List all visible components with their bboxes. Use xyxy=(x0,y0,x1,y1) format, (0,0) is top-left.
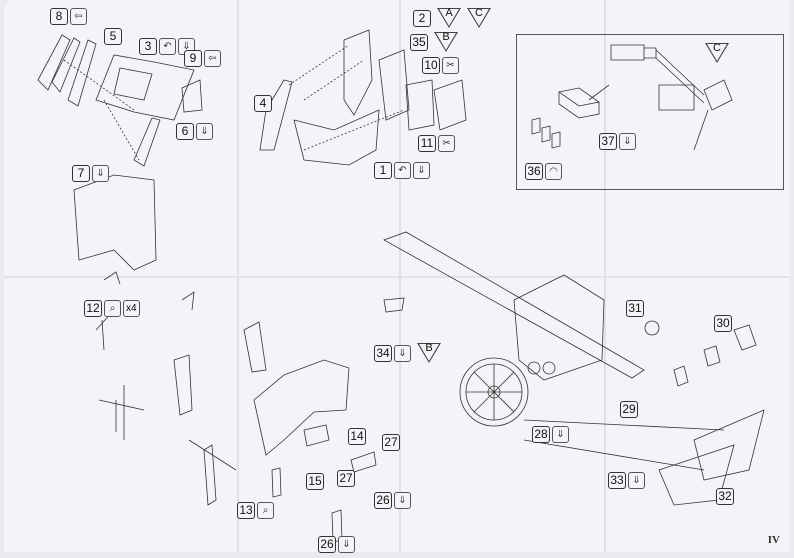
part-callout-2: 2 A C xyxy=(413,7,491,28)
bend-icon: ⇦ xyxy=(70,8,87,25)
part-callout-15: 15 xyxy=(306,473,324,490)
part-callout-27: 27 xyxy=(337,470,355,487)
fold-line xyxy=(4,276,790,278)
part-number: 8 xyxy=(50,8,68,25)
roll-icon: ◠ xyxy=(545,163,562,180)
detail-view-label: C xyxy=(713,42,721,54)
part-number: 32 xyxy=(716,488,734,505)
part-number: 6 xyxy=(176,123,194,140)
view-marker-triangle: C xyxy=(467,7,491,28)
view-marker-label: C xyxy=(475,7,483,19)
view-marker-triangle: A xyxy=(437,7,461,28)
part-callout-10: 10✂ xyxy=(422,57,459,74)
part-callout-32: 32 xyxy=(716,488,734,505)
part-number: 35 xyxy=(410,33,428,51)
part-number: 36 xyxy=(525,163,543,180)
assembly-drawing xyxy=(37,29,765,543)
part-number: 4 xyxy=(254,95,272,112)
part-number: 37 xyxy=(599,133,617,150)
part-number: 12 xyxy=(84,300,102,317)
part-number: 34 xyxy=(374,344,392,362)
part-number: 10 xyxy=(422,57,440,74)
part-number: 9 xyxy=(184,50,202,67)
part-callout-26: 26⇓ xyxy=(374,492,411,509)
bend-icon: ⇦ xyxy=(204,50,221,67)
part-number: 33 xyxy=(608,472,626,489)
part-callout-11: 11✂ xyxy=(418,135,455,152)
part-callout-5: 5 xyxy=(104,28,122,45)
view-marker-label: B xyxy=(425,342,433,354)
part-callout-31: 31 xyxy=(626,300,644,317)
part-number: 1 xyxy=(374,162,392,179)
shield-part-middle xyxy=(259,29,467,166)
part-number: 28 xyxy=(532,426,550,443)
detail-c-drawing xyxy=(531,44,733,151)
part-number: 30 xyxy=(714,315,732,332)
arrow-down-icon: ⇓ xyxy=(628,472,645,489)
part-callout-14: 14 xyxy=(348,428,366,445)
page-number: IV xyxy=(767,534,780,546)
arrow-down-icon: ⇓ xyxy=(92,165,109,182)
part-number: 7 xyxy=(72,165,90,182)
part-callout-1: 1↶⇓ xyxy=(374,162,430,179)
shield-left-assembly xyxy=(73,174,237,506)
part-number: 27 xyxy=(337,470,355,487)
part-callout-30: 30 xyxy=(714,315,732,332)
part-number: 15 xyxy=(306,473,324,490)
field-gun-drawing xyxy=(383,231,765,506)
arrow-down-icon: ⇓ xyxy=(394,492,411,509)
part-callout-29: 29 xyxy=(620,401,638,418)
part-number: 26 xyxy=(318,536,336,553)
part-number: 31 xyxy=(626,300,644,317)
part-callout-12: 12⌕x4 xyxy=(84,300,140,317)
part-callout-34: 34⇓ B xyxy=(374,342,441,363)
part-callout-33: 33⇓ xyxy=(608,472,645,489)
cut-icon: ✂ xyxy=(442,57,459,74)
magnifier-icon: ⌕ xyxy=(104,300,121,317)
part-callout-6: 6⇓ xyxy=(176,123,213,140)
part-number: 13 xyxy=(237,502,255,519)
part-number: 3 xyxy=(139,38,157,55)
part-callout-4: 4 xyxy=(254,95,272,112)
part-number: 2 xyxy=(413,9,431,27)
part-number: 11 xyxy=(418,135,436,152)
part-number: 14 xyxy=(348,428,366,445)
detail-view-c-frame: C xyxy=(516,34,784,190)
view-marker-label: B xyxy=(442,31,450,43)
detail-view-c-marker: C xyxy=(705,42,729,63)
arrow-down-icon: ⇓ xyxy=(196,123,213,140)
part-number: 26 xyxy=(374,492,392,509)
part-callout-9: 9⇦ xyxy=(184,50,221,67)
part-callout-26: 26⇓ xyxy=(318,536,355,553)
fold-icon: ↶ xyxy=(159,38,176,55)
part-callout-37: 37⇓ xyxy=(599,133,636,150)
part-callout-8: 8⇦ xyxy=(50,8,87,25)
view-marker-triangle: B xyxy=(434,31,458,52)
view-marker-triangle: B xyxy=(417,342,441,363)
part-callout-35: 35 B xyxy=(410,31,458,52)
arrow-down-icon: ⇓ xyxy=(338,536,355,553)
part-number: 27 xyxy=(382,434,400,451)
view-marker-label: A xyxy=(445,7,453,19)
arrow-down-icon: ⇓ xyxy=(413,162,430,179)
shield-part-left xyxy=(37,34,203,167)
fold-icon: ↶ xyxy=(394,162,411,179)
part-callout-7: 7⇓ xyxy=(72,165,109,182)
part-number: 5 xyxy=(104,28,122,45)
part-callout-13: 13⌕ xyxy=(237,502,274,519)
quantity-label: x4 xyxy=(123,300,140,317)
magnifier-icon: ⌕ xyxy=(257,502,274,519)
arrow-down-icon: ⇓ xyxy=(552,426,569,443)
part-number: 29 xyxy=(620,401,638,418)
part-callout-28: 28⇓ xyxy=(532,426,569,443)
arrow-down-icon: ⇓ xyxy=(619,133,636,150)
arrow-down-icon: ⇓ xyxy=(394,344,411,362)
part-callout-27: 27 xyxy=(382,434,400,451)
cut-icon: ✂ xyxy=(438,135,455,152)
part-callout-36: 36◠ xyxy=(525,163,562,180)
